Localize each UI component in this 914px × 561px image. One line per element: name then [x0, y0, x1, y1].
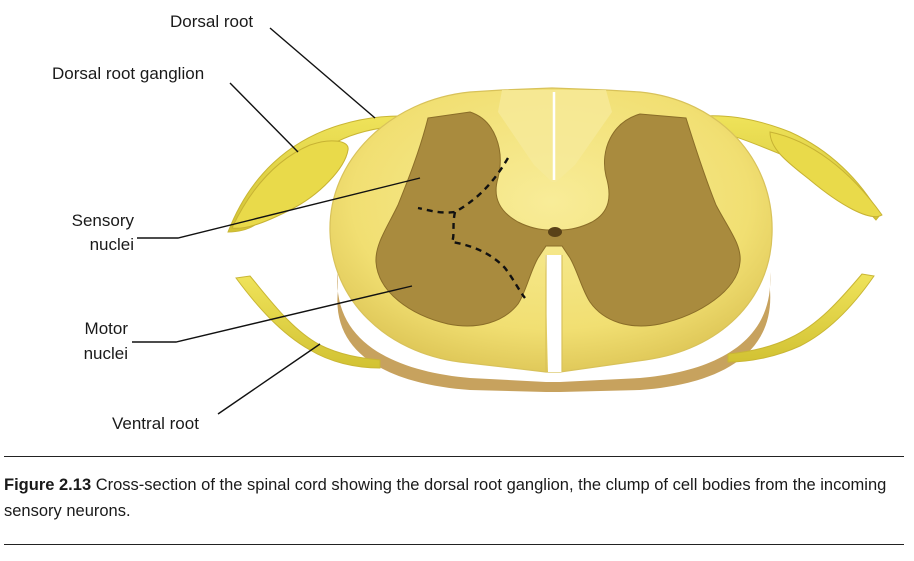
caption-bottom-rule [4, 544, 904, 545]
label-sensory-nuclei-line2: nuclei [89, 235, 134, 254]
label-dorsal-root: Dorsal root [170, 12, 254, 31]
spinal-cord-diagram [132, 27, 883, 415]
label-ventral-root: Ventral root [112, 414, 199, 433]
leader-motor-nuclei [132, 285, 413, 343]
label-dorsal-root-ganglion: Dorsal root ganglion [52, 64, 205, 83]
nuclei-boundary [417, 157, 526, 299]
leader-dorsal-root-ganglion [229, 82, 299, 153]
central-canal [548, 227, 562, 237]
label-motor-nuclei-line2: nuclei [83, 344, 128, 363]
label-motor-nuclei-line1: Motor [84, 319, 128, 338]
dorsal-root-ganglion-left [231, 140, 349, 229]
caption-top-rule [4, 456, 904, 457]
anterior-median-fissure [545, 255, 562, 372]
ventral-root-left [235, 275, 381, 369]
caption-text: Cross-section of the spinal cord showing… [4, 476, 887, 520]
figure-number: Figure 2.13 [4, 476, 92, 494]
leader-dorsal-root [269, 27, 376, 119]
figure-caption: Figure 2.13 Cross-section of the spinal … [4, 472, 909, 524]
leader-ventral-root [217, 343, 321, 415]
ventral-root-right [727, 273, 875, 363]
leader-sensory-nuclei [137, 177, 421, 239]
label-sensory-nuclei-line1: Sensory [71, 211, 134, 230]
dorsal-root-ganglion-right [769, 131, 883, 217]
gray-matter [375, 111, 741, 327]
